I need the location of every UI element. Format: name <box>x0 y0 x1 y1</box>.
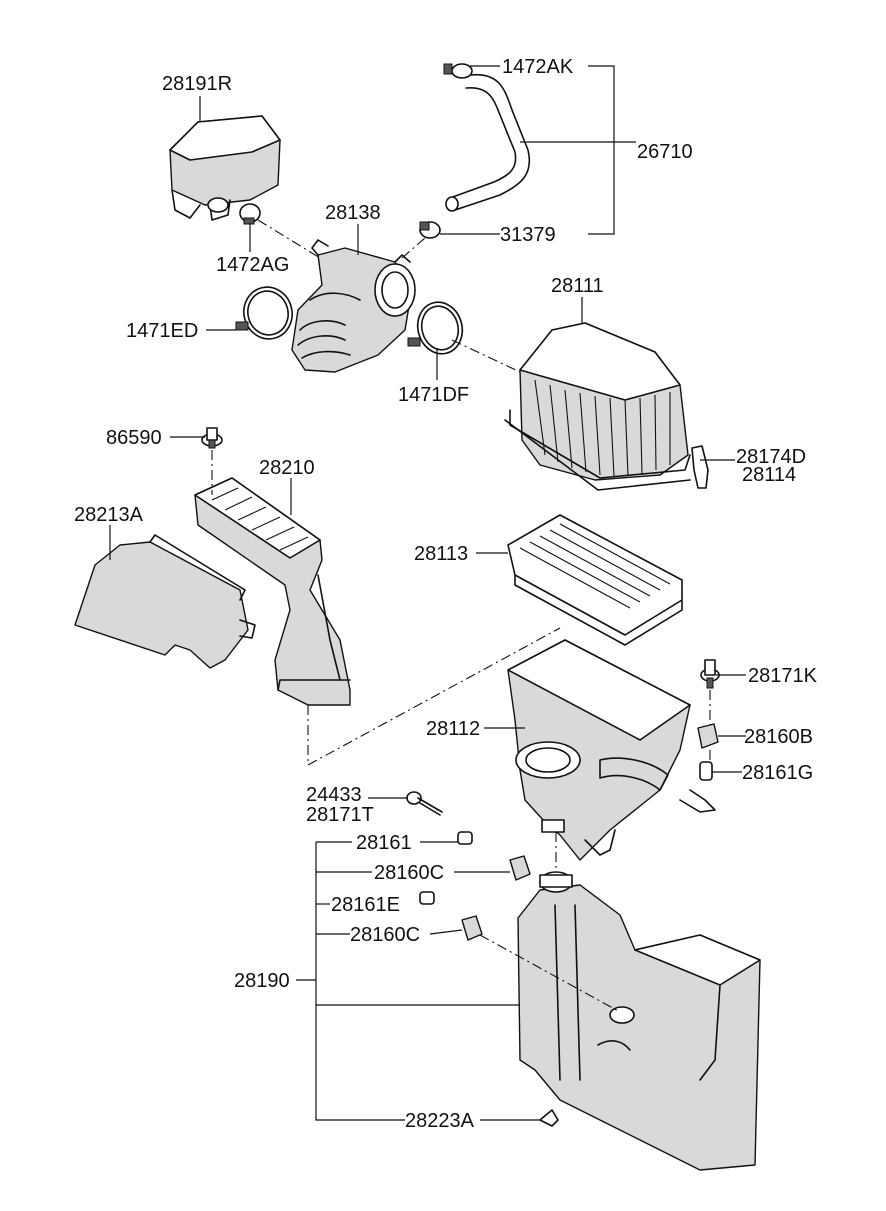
grommet-28160b-drawing <box>697 723 719 749</box>
leader-lines <box>109 65 746 1121</box>
label-28171K: 28171K <box>748 665 818 687</box>
intake-hose-drawing <box>291 239 416 373</box>
label-28223A: 28223A <box>405 1110 475 1132</box>
label-86590: 86590 <box>106 427 162 449</box>
label-28112: 28112 <box>426 718 480 740</box>
label-28160B: 28160B <box>744 726 813 748</box>
bolt-28171k-drawing <box>700 659 720 689</box>
assembly-lines <box>211 219 711 1013</box>
label-1471ED: 1471ED <box>126 320 198 342</box>
label-28160C-upper: 28160C <box>374 862 444 884</box>
label-28111: 28111 <box>551 275 604 297</box>
breather-hose-drawing <box>443 63 531 212</box>
air-cleaner-cover-drawing <box>504 322 691 491</box>
label-24433: 24433 <box>306 784 362 806</box>
bolt-86590-drawing <box>201 427 223 449</box>
label-28213A: 28213A <box>74 504 144 526</box>
clip-28114-drawing <box>691 445 709 489</box>
air-cleaner-body-drawing <box>507 639 716 861</box>
bolt-24433-drawing <box>406 791 443 816</box>
part-labels: 28191R 1472AK 26710 28138 31379 1472AG 2… <box>74 56 818 1132</box>
clamp-1471ed-drawing <box>235 286 293 340</box>
label-1471DF: 1471DF <box>398 384 469 406</box>
grommet-28160c-lower-drawing <box>461 915 483 941</box>
bushing-28161-drawing <box>457 831 473 845</box>
label-1472AG: 1472AG <box>216 254 289 276</box>
resonator-cover-drawing <box>169 115 281 221</box>
label-28114: 28114 <box>742 464 796 486</box>
label-26710: 26710 <box>637 141 693 163</box>
clamp-1472ag-drawing <box>239 203 261 225</box>
label-28171T: 28171T <box>306 804 374 826</box>
label-28113: 28113 <box>414 543 468 565</box>
clamp-1471df-drawing <box>407 301 464 355</box>
lower-case-drawing <box>517 871 761 1171</box>
bushing-28161g-drawing <box>699 761 713 781</box>
label-28210: 28210 <box>259 457 315 479</box>
label-28160C-lower: 28160C <box>350 924 420 946</box>
clamp-31379-drawing <box>419 221 441 239</box>
label-1472AK: 1472AK <box>502 56 574 78</box>
duct-cover-drawing <box>74 534 256 669</box>
filter-element-drawing <box>507 514 683 646</box>
grommet-28160c-upper-drawing <box>509 855 531 881</box>
label-28174D: 28174D <box>736 446 806 468</box>
label-28138: 28138 <box>325 202 381 224</box>
bushing-28161e-drawing <box>419 891 435 905</box>
clip-28223a-drawing <box>539 1109 559 1127</box>
label-28191R: 28191R <box>162 73 232 95</box>
label-28190: 28190 <box>234 970 290 992</box>
label-28161E: 28161E <box>331 894 400 916</box>
label-28161: 28161 <box>356 832 412 854</box>
label-28161G: 28161G <box>742 762 813 784</box>
intake-duct-drawing <box>194 477 351 706</box>
label-31379: 31379 <box>500 224 556 246</box>
